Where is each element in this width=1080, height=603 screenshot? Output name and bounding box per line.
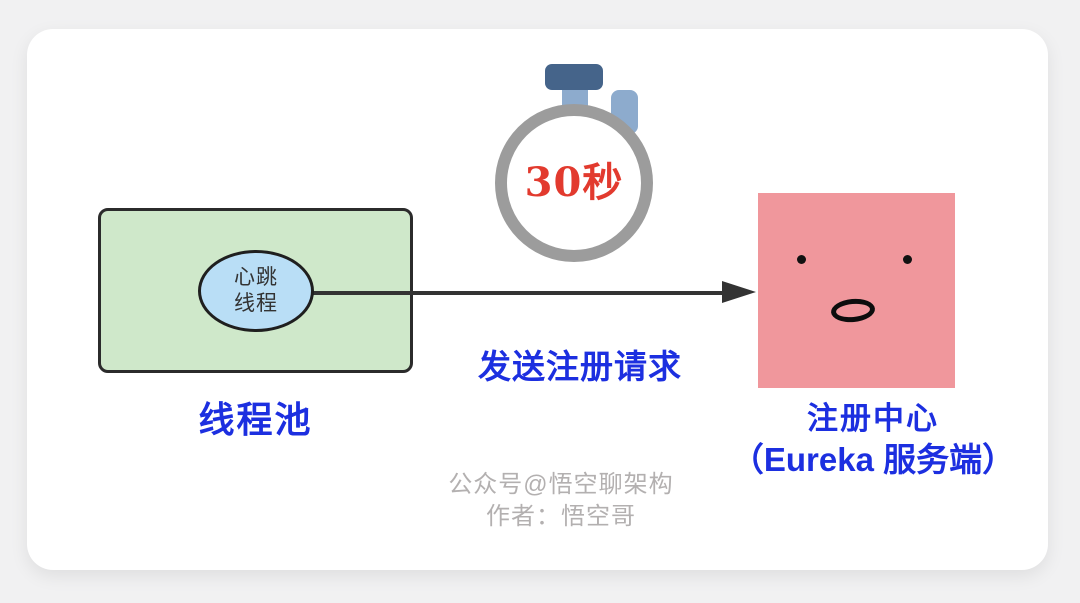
watermark: 公众号@悟空聊架构 作者：悟空哥 [411,469,711,533]
arrow-head-icon [722,281,756,303]
face-mouth-icon [830,297,876,324]
timer-interval-label: 30秒 [524,159,624,206]
heartbeat-thread-ellipse: 心跳 线程 [198,250,314,332]
watermark-line1: 公众号@悟空聊架构 [448,471,674,498]
thread-pool-label: 线程池 [198,399,313,440]
thread-pool-box [98,208,413,373]
stopwatch-top-button-icon [545,64,603,90]
face-left-eye-icon [797,255,806,264]
arrow-line [313,291,737,295]
watermark-line2: 作者：悟空哥 [486,503,636,530]
face-right-eye-icon [903,255,912,264]
registry-box [758,193,955,388]
registry-label: 注册中心 （Eureka 服务端） [698,401,1048,483]
registry-label-line2: （Eureka 服务端） [730,441,1016,478]
heartbeat-label-line2: 线程 [234,292,278,315]
send-register-request-label: 发送注册请求 [478,348,682,385]
heartbeat-label-line1: 心跳 [234,266,278,289]
registry-label-line1: 注册中心 [807,401,939,436]
stopwatch-icon: 30秒 [495,104,653,262]
